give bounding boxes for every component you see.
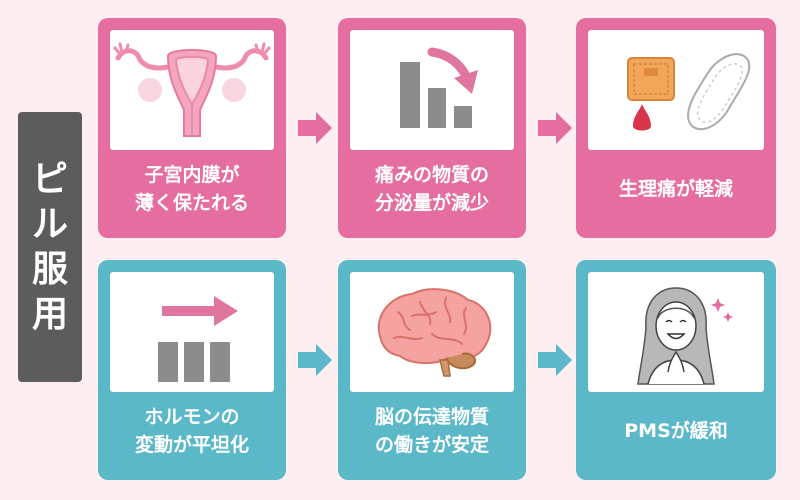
- smiling-woman-icon: [637, 287, 733, 385]
- card-caption: PMSが緩和: [588, 394, 764, 470]
- uterus-icon: [113, 42, 271, 137]
- card-pms: PMSが緩和: [576, 260, 776, 480]
- stable-bar-chart-icon: [158, 296, 238, 382]
- caption-line: 生理痛が軽減: [618, 178, 733, 201]
- card-caption: 脳の伝達物質 の働きが安定: [350, 394, 514, 470]
- illustration-panel: [110, 272, 274, 392]
- side-label-char: 用: [31, 294, 68, 335]
- illustration-panel: [110, 30, 274, 150]
- arrow-right-icon: [298, 112, 332, 144]
- card-caption: 生理痛が軽減: [588, 152, 764, 228]
- illustration-panel: [588, 30, 764, 150]
- card-caption: 子宮内膜が 薄く保たれる: [110, 152, 274, 228]
- arrow-right-icon: [298, 344, 332, 376]
- brain-icon: [377, 288, 492, 377]
- caption-line: 子宮内膜が: [144, 164, 240, 187]
- illustration-panel: [588, 272, 764, 392]
- caption-line: 薄く保たれる: [134, 192, 249, 214]
- side-label-char: 服: [31, 249, 68, 290]
- decreasing-bar-chart-icon: [400, 47, 478, 128]
- arrow-right-icon: [538, 112, 572, 144]
- side-label-char: ル: [31, 204, 68, 245]
- caption-line: ホルモンの: [144, 406, 240, 429]
- caption-line: 痛みの物質の: [374, 164, 489, 187]
- heat-pad-and-sanitary-pad-icon: [627, 53, 751, 131]
- card-hormone: ホルモンの 変動が平坦化: [98, 260, 286, 480]
- caption-line: の働きが安定: [374, 434, 489, 456]
- card-neurotransmitter: 脳の伝達物質 の働きが安定: [338, 260, 526, 480]
- card-caption: 痛みの物質の 分泌量が減少: [350, 152, 514, 228]
- caption-line: 脳の伝達物質: [374, 406, 489, 429]
- caption-line: 分泌量が減少: [374, 192, 489, 214]
- arrow-right-icon: [538, 344, 572, 376]
- card-caption: ホルモンの 変動が平坦化: [110, 394, 274, 470]
- illustration-panel: [350, 272, 514, 392]
- side-label-char: ピ: [31, 159, 68, 200]
- caption-line: 変動が平坦化: [134, 434, 249, 456]
- illustration-panel: [350, 30, 514, 150]
- card-pain-substance: 痛みの物質の 分泌量が減少: [338, 18, 526, 238]
- card-period-pain: 生理痛が軽減: [576, 18, 776, 238]
- caption-line: PMSが緩和: [624, 420, 728, 443]
- card-endometrium: 子宮内膜が 薄く保たれる: [98, 18, 286, 238]
- side-label-pill-use: ピ ル 服 用: [18, 112, 82, 382]
